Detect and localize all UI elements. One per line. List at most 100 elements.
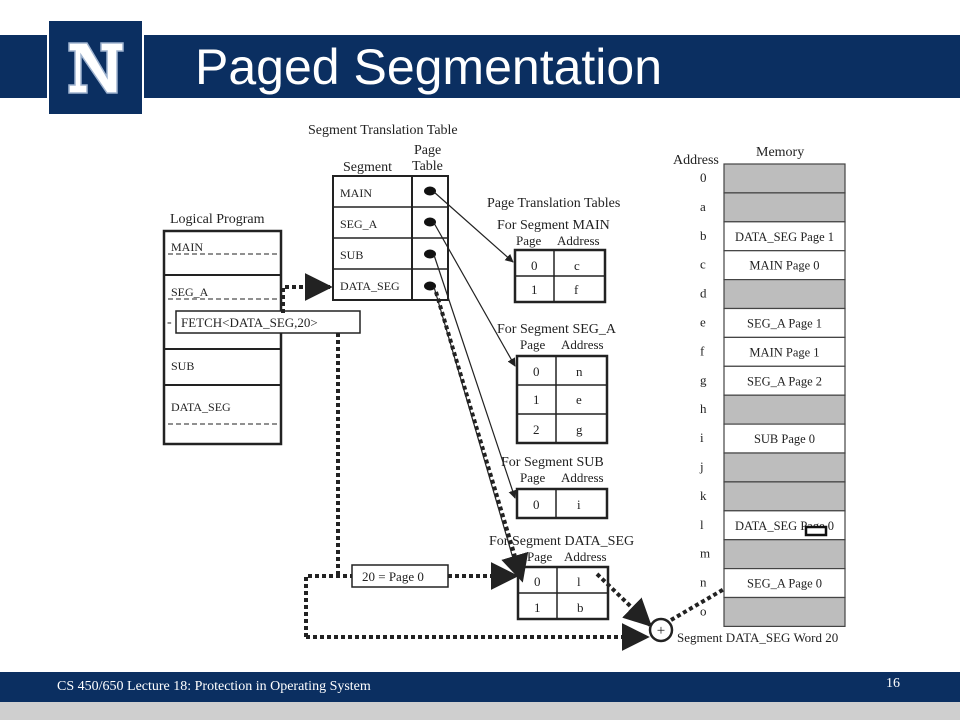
memory-address-label: n xyxy=(700,575,707,590)
memory-cell-label: DATA_SEG Page 1 xyxy=(735,230,834,244)
memory-cell xyxy=(723,423,846,454)
offset-label: 20 = Page 0 xyxy=(362,569,424,584)
slide-title: Paged Segmentation xyxy=(195,39,663,95)
data-seg-page-1: 1 xyxy=(534,600,541,615)
memory-cell-label: SEG_A Page 0 xyxy=(747,577,822,591)
memory-address-label: o xyxy=(700,604,707,619)
logical-row-sub: SUB xyxy=(171,359,194,373)
logical-program-box xyxy=(162,229,283,446)
sub-addr-0: i xyxy=(577,497,581,512)
memory-cell xyxy=(723,221,846,252)
memory-address-label: e xyxy=(700,315,706,330)
page-tables-title: Page Translation Tables xyxy=(487,196,620,211)
page-table-sub: For Segment SUB Page Address 0 i xyxy=(501,455,609,520)
page-table-main-title: For Segment MAIN xyxy=(497,218,610,233)
page-col-header: Page xyxy=(516,233,542,248)
bottom-strip xyxy=(0,702,960,720)
page-table-header-line1: Page xyxy=(414,143,441,158)
main-page-1: 1 xyxy=(531,282,538,297)
page-table-sub-title: For Segment SUB xyxy=(501,455,604,470)
seg-a-addr-1: e xyxy=(576,392,582,407)
memory-cell xyxy=(723,365,846,396)
slide-page-number: 16 xyxy=(886,676,900,691)
memory-cell-label: MAIN Page 0 xyxy=(749,259,819,273)
page-table-data-seg-title: For Segment DATA_SEG xyxy=(489,534,634,549)
seg-a-page-2: 2 xyxy=(533,422,540,437)
segment-column-header: Segment xyxy=(343,160,392,175)
page-col-header: Page xyxy=(527,549,553,564)
memory-cell xyxy=(723,596,846,627)
adder-symbol: + xyxy=(657,623,665,639)
memory-address-label: a xyxy=(700,199,706,214)
memory-cell xyxy=(723,539,846,570)
logical-row-main: MAIN xyxy=(171,240,203,254)
page-table-header-line2: Table xyxy=(412,159,443,174)
address-col-header: Address xyxy=(564,549,607,564)
adder-circle xyxy=(648,617,674,643)
memory-cell xyxy=(723,567,846,599)
address-col-header: Address xyxy=(561,337,604,352)
memory-cell xyxy=(723,192,846,223)
page-col-header: Page xyxy=(520,337,546,352)
memory-cell xyxy=(723,279,846,310)
data-seg-addr-0: l xyxy=(577,574,581,589)
address-column-title: Address xyxy=(673,153,719,168)
memory-cell-label: SEG_A Page 1 xyxy=(747,317,822,331)
segment-table-title: Segment Translation Table xyxy=(308,123,458,138)
memory-cell-label: SEG_A Page 2 xyxy=(747,374,822,388)
memory-address-label: l xyxy=(700,517,704,532)
memory-cell xyxy=(723,394,846,425)
memory-address-label: f xyxy=(700,343,705,358)
logical-dash-marker: - xyxy=(167,315,172,330)
segment-pointer-dots xyxy=(424,186,436,291)
footer-bar xyxy=(0,672,960,702)
memory-address-label: k xyxy=(700,488,707,503)
logical-row-seg-a: SEG_A xyxy=(171,285,209,299)
seg-a-addr-0: n xyxy=(576,364,583,379)
main-page-0: 0 xyxy=(531,258,538,273)
page-table-data-seg: For Segment DATA_SEG Page Address 0 l 1 … xyxy=(489,534,634,621)
title-bar xyxy=(0,35,960,98)
memory-address-label: g xyxy=(700,372,707,387)
segment-row-seg-a: SEG_A xyxy=(340,217,378,231)
data-seg-addr-1: b xyxy=(577,600,584,615)
university-logo xyxy=(47,19,144,116)
memory-address-label: c xyxy=(700,257,706,272)
page-col-header: Page xyxy=(520,470,546,485)
logical-program-title: Logical Program xyxy=(170,212,265,227)
sub-page-0: 0 xyxy=(533,497,540,512)
memory-cell xyxy=(723,510,846,541)
seg-a-page-0: 0 xyxy=(533,364,540,379)
address-col-header: Address xyxy=(557,233,600,248)
page-table-seg-a: For Segment SEG_A Page Address 0 n 1 e 2… xyxy=(497,322,617,445)
memory-address-label: m xyxy=(700,546,710,561)
memory-address-label: b xyxy=(700,228,707,243)
seg-a-addr-2: g xyxy=(576,422,583,437)
memory-cell-label: SUB Page 0 xyxy=(754,432,815,446)
memory-address-label: j xyxy=(699,459,704,474)
memory-address-label: 0 xyxy=(700,170,707,185)
data-seg-page-0: 0 xyxy=(534,574,541,589)
footer-course-title: CS 450/650 Lecture 18: Protection in Ope… xyxy=(57,679,371,694)
segment-row-data-seg: DATA_SEG xyxy=(340,279,400,293)
fetch-instruction-box xyxy=(175,310,361,334)
memory-address-label: d xyxy=(700,286,707,301)
memory-cell xyxy=(723,481,846,512)
segment-row-main: MAIN xyxy=(340,186,372,200)
page-table-seg-a-title: For Segment SEG_A xyxy=(497,322,617,337)
memory-address-label: i xyxy=(700,430,704,445)
memory-address-label: h xyxy=(700,401,707,416)
address-col-header: Address xyxy=(561,470,604,485)
result-label: Segment DATA_SEG Word 20 xyxy=(677,630,838,645)
main-addr-0: c xyxy=(574,258,580,273)
main-addr-1: f xyxy=(574,282,579,297)
word-20-marker xyxy=(804,525,828,537)
memory-cell xyxy=(723,452,846,483)
segment-table xyxy=(332,175,449,301)
logical-row-data-seg: DATA_SEG xyxy=(171,400,231,414)
memory-title: Memory xyxy=(756,145,804,160)
page-table-main: For Segment MAIN Page Address 0 c 1 f xyxy=(497,218,610,304)
seg-a-page-1: 1 xyxy=(533,392,540,407)
